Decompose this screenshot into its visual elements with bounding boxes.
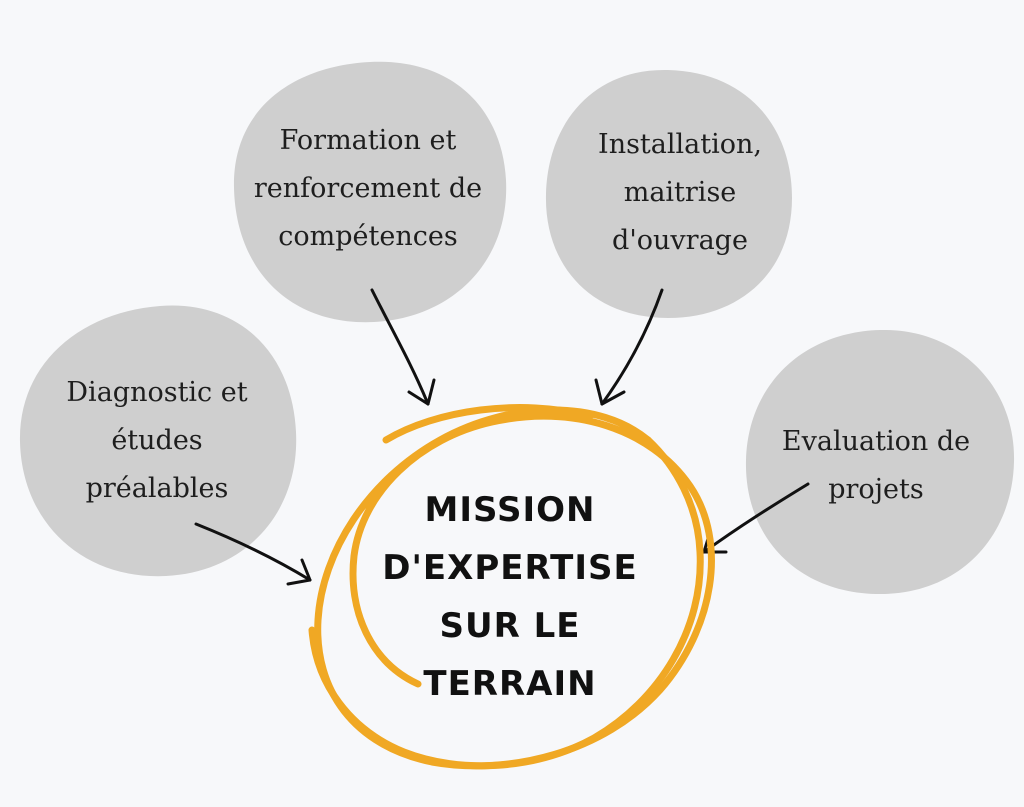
node-diagnostic-label: Diagnostic et études préalables <box>66 369 247 513</box>
node-installation-line-3: d'ouvrage <box>612 225 748 256</box>
node-formation-label: Formation et renforcement de compétences <box>254 117 482 261</box>
center-title: MISSION D'EXPERTISE SUR LE TERRAIN <box>382 481 637 713</box>
node-formation-line-3: compétences <box>278 221 458 252</box>
node-evaluation-line-1: Evaluation de <box>781 426 971 457</box>
center-title-line-2: D'EXPERTISE <box>382 548 638 588</box>
node-formation-line-2: renforcement de <box>253 173 483 204</box>
center-title-line-1: MISSION <box>424 490 596 530</box>
node-installation-line-1: Installation, <box>598 129 762 160</box>
bubble-installation <box>545 69 792 318</box>
center-title-line-4: TERRAIN <box>423 664 597 704</box>
node-installation-label: Installation, maitrise d'ouvrage <box>598 121 762 265</box>
center-scribble-circle <box>308 404 715 770</box>
node-installation-line-2: maitrise <box>623 177 737 208</box>
node-diagnostic-line-3: préalables <box>85 473 229 504</box>
node-formation-line-1: Formation et <box>279 125 457 156</box>
node-evaluation-label: Evaluation de projets <box>782 418 970 514</box>
node-diagnostic-line-1: Diagnostic et <box>66 377 248 408</box>
node-evaluation-line-2: projets <box>828 474 924 505</box>
bubble-diagnostic <box>19 305 297 577</box>
arrow-formation <box>370 288 436 406</box>
arrow-diagnostic <box>194 522 312 586</box>
node-diagnostic-line-2: études <box>111 425 203 456</box>
bubble-evaluation <box>745 329 1015 595</box>
arrow-installation <box>594 288 664 406</box>
center-title-line-3: SUR LE <box>439 606 581 646</box>
bubble-formation <box>233 61 507 323</box>
